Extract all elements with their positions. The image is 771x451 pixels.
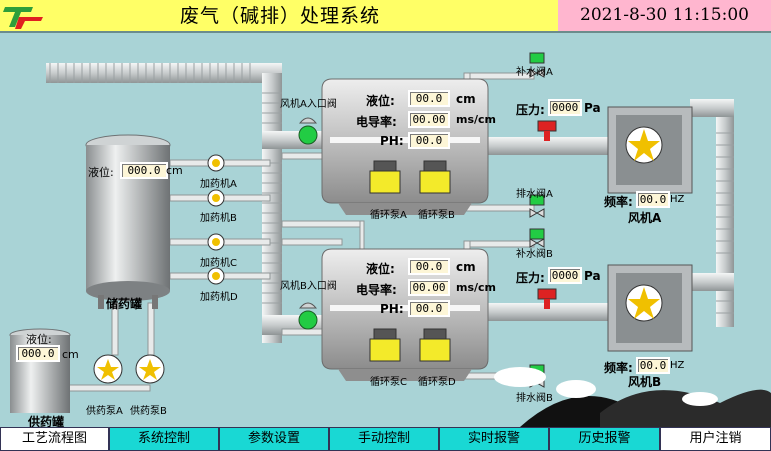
cond-a-value: 00.00 [408,111,450,128]
cond-b-label: 电导率: [356,283,397,297]
pressure-b-value: 0000 [548,267,582,284]
nav-realtime-alarms[interactable]: 实时报警 [439,427,549,451]
circ-pump-a-label[interactable]: 循环泵A [370,210,407,221]
drain-valve-a-label[interactable]: 排水阀A [516,189,553,200]
level-b-unit: cm [456,260,476,274]
nav-manual-control[interactable]: 手动控制 [329,427,439,451]
freq-a-unit: HZ [670,194,685,205]
circ-pump-b-label[interactable]: 循环泵B [418,210,455,221]
supply-pump-b-label[interactable]: 供药泵B [130,406,167,417]
doser-d-label[interactable]: 加药机D [200,292,238,303]
inlet-valve-a-icon[interactable] [298,125,318,145]
doser-c-label[interactable]: 加药机C [200,258,237,269]
level-b-label: 液位: [366,262,395,276]
freq-b-unit: HZ [670,360,685,371]
pressure-b-unit: Pa [584,269,601,283]
supply-pump-icons [93,354,165,384]
page-title: 废气（碱排）处理系统 [179,5,380,27]
doser-a-label[interactable]: 加药机A [200,179,237,190]
circ-pump-d-label[interactable]: 循环泵D [418,377,456,388]
supply-level-unit: cm [62,348,79,361]
supply-level-value: 000.0 [16,345,60,362]
nav-history-alarms[interactable]: 历史报警 [549,427,660,451]
level-a-value: 00.0 [408,90,450,107]
level-a-unit: cm [456,92,476,106]
pressure-gauge-icons [537,120,557,309]
cond-b-unit: ms/cm [456,281,497,294]
freq-a-value: 00.0 [636,191,670,208]
inlet-valve-b-label[interactable]: 风机B入口阀 [280,281,337,292]
ph-a-value: 00.0 [408,132,450,149]
level-b-value: 00.0 [408,258,450,275]
freq-a-label: 频率: [604,195,633,209]
nav-parameter-settings[interactable]: 参数设置 [219,427,329,451]
storage-level-label: 液位: [88,166,114,179]
storage-tank-name: 储药罐 [106,297,143,311]
inlet-valve-a-label[interactable]: 风机A入口阀 [280,99,337,110]
nav-system-control[interactable]: 系统控制 [109,427,219,451]
pressure-a-value: 0000 [548,99,582,116]
storage-level-value: 000.0 [120,162,168,179]
circ-pump-c-label[interactable]: 循环泵C [370,377,407,388]
doser-b-label[interactable]: 加药机B [200,213,237,224]
supply-tank-name: 供药罐 [28,415,65,429]
storage-level-unit: cm [166,164,183,177]
circ-pump-graphics [369,160,451,362]
fan-a-name[interactable]: 风机A [628,211,662,225]
nav-process-flow[interactable]: 工艺流程图 [0,427,109,451]
drain-valve-b-label[interactable]: 排水阀B [516,393,553,404]
cond-b-value: 00.00 [408,279,450,296]
scenery-decoration [494,367,771,427]
level-a-label: 液位: [366,94,395,108]
company-logo-icon [3,7,43,29]
ph-a-label: PH: [380,134,404,148]
header-bar: 废气（碱排）处理系统 2021-8-30 11:15:00 [0,0,771,33]
pressure-a-unit: Pa [584,101,601,115]
pressure-a-label: 压力: [516,103,545,117]
fill-valve-a-label[interactable]: 补水阀A [516,67,553,78]
fan-a-graphic [607,106,693,194]
fan-b-graphic [607,264,693,352]
freq-b-value: 00.0 [636,357,670,374]
cond-a-unit: ms/cm [456,113,497,126]
pressure-b-label: 压力: [516,271,545,285]
supply-pump-a-label[interactable]: 供药泵A [86,406,123,417]
cond-a-label: 电导率: [356,115,397,129]
fan-b-name[interactable]: 风机B [628,375,662,389]
supply-level-label: 液位: [26,333,52,346]
ph-b-value: 00.0 [408,300,450,317]
inlet-valve-b-icon[interactable] [298,310,318,330]
fill-valve-b-label[interactable]: 补水阀B [516,249,553,260]
freq-b-label: 频率: [604,361,633,375]
ph-b-label: PH: [380,302,404,316]
datetime-display: 2021-8-30 11:15:00 [558,0,771,31]
nav-logout[interactable]: 用户注销 [660,427,771,451]
process-flow-diagram: 液位: 000.0 cm 储药罐 液位: 000.0 cm 供药罐 供药泵A 供… [0,33,771,429]
bottom-nav: 工艺流程图 系统控制 参数设置 手动控制 实时报警 历史报警 用户注销 [0,427,771,451]
